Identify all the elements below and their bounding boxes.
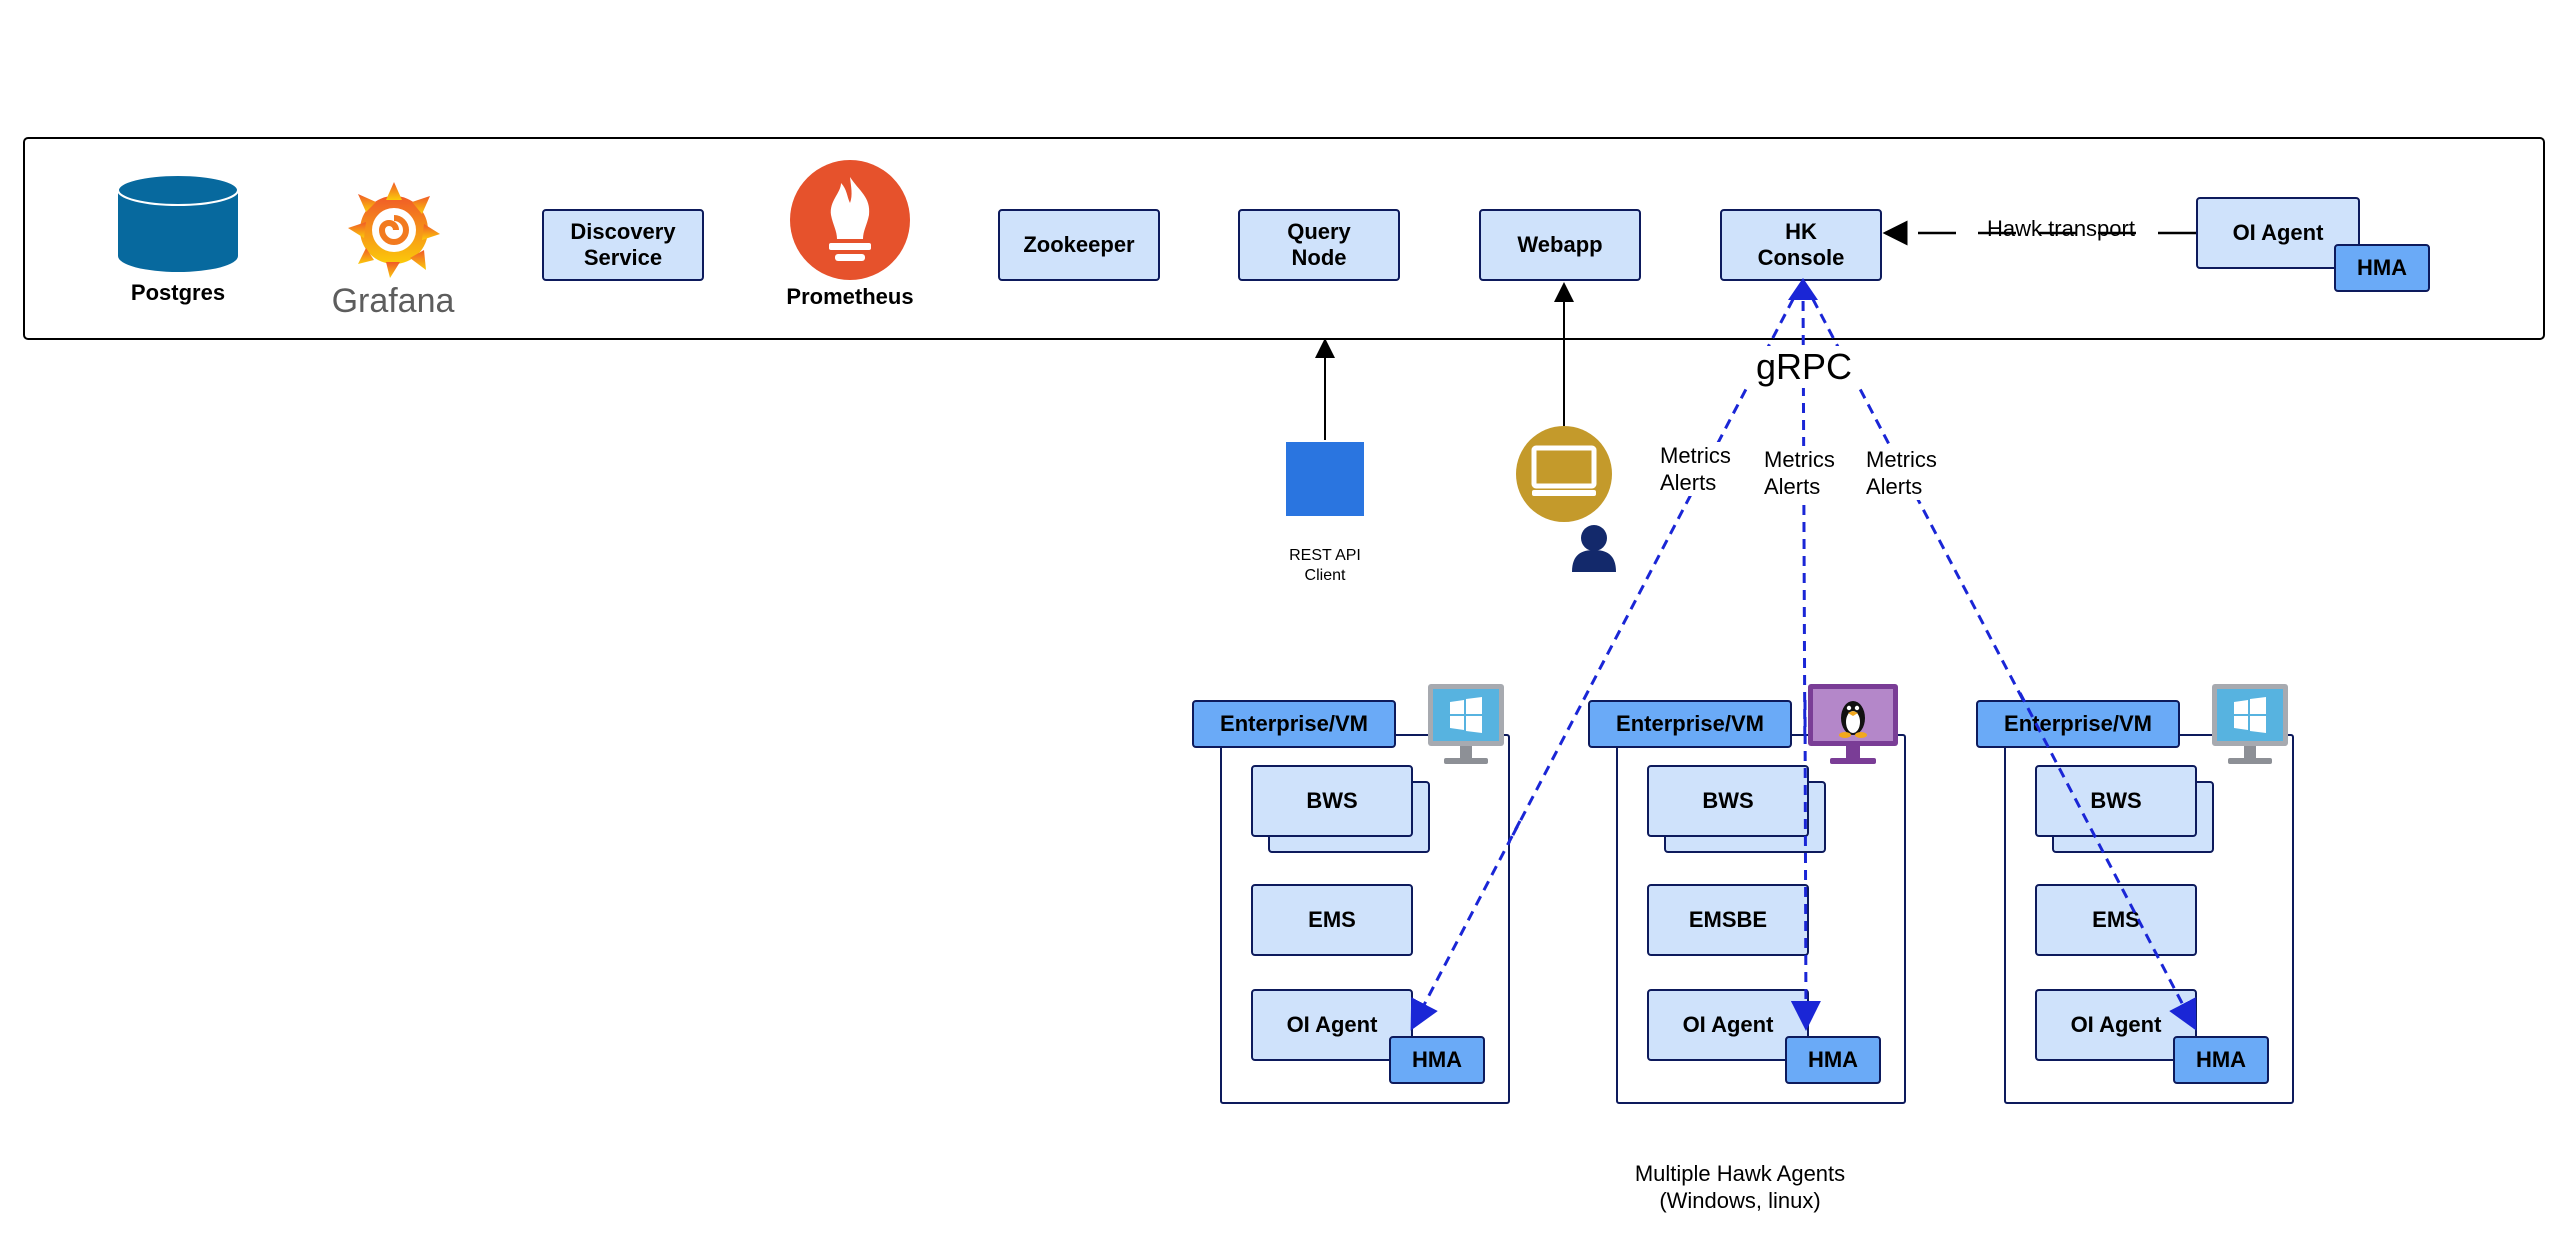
grpc-label: gRPC bbox=[1746, 346, 1862, 388]
hma-box-2: HMA bbox=[1785, 1036, 1881, 1084]
linux-monitor-icon bbox=[1808, 684, 1898, 764]
platform-panel bbox=[23, 137, 2545, 340]
ems-box-1: EMS bbox=[1251, 884, 1413, 956]
grpc-hub-arrowhead bbox=[1788, 278, 1818, 300]
postgres-icon bbox=[117, 174, 239, 272]
hma-box-1: HMA bbox=[1389, 1036, 1485, 1084]
zookeeper-box: Zookeeper bbox=[998, 209, 1160, 281]
bws-box-2: BWS bbox=[1647, 765, 1809, 837]
vm-title-2: Enterprise/VM bbox=[1588, 700, 1792, 748]
remote-hma-box: HMA bbox=[2334, 244, 2430, 292]
rest-client-icon bbox=[1286, 442, 1364, 516]
windows-monitor-icon bbox=[2212, 684, 2288, 764]
prometheus-icon bbox=[790, 160, 910, 280]
flow-label-3: Metrics Alerts bbox=[1866, 446, 1946, 500]
hk-console-box: HK Console bbox=[1720, 209, 1882, 281]
prometheus-label: Prometheus bbox=[786, 284, 914, 309]
hawk-transport-label: Hawk transport bbox=[1986, 216, 2136, 242]
ems-box-3: EMS bbox=[2035, 884, 2197, 956]
webapp-box: Webapp bbox=[1479, 209, 1641, 281]
bws-box-3: BWS bbox=[2035, 765, 2197, 837]
bws-box-1: BWS bbox=[1251, 765, 1413, 837]
discovery-service-box: Discovery Service bbox=[542, 209, 704, 281]
vm-title-3: Enterprise/VM bbox=[1976, 700, 2180, 748]
vm-title-1: Enterprise/VM bbox=[1192, 700, 1396, 748]
postgres-label: Postgres bbox=[130, 280, 226, 305]
emsbe-box-2: EMSBE bbox=[1647, 884, 1809, 956]
hma-box-3: HMA bbox=[2173, 1036, 2269, 1084]
windows-monitor-icon bbox=[1428, 684, 1504, 764]
flow-label-1: Metrics Alerts bbox=[1660, 442, 1740, 496]
remote-oi-agent-box: OI Agent bbox=[2196, 197, 2360, 269]
oi-agent-box-2: OI Agent bbox=[1647, 989, 1809, 1061]
oi-agent-box-1: OI Agent bbox=[1251, 989, 1413, 1061]
flow-label-2: Metrics Alerts bbox=[1764, 446, 1844, 500]
query-node-box: Query Node bbox=[1238, 209, 1400, 281]
rest-client-label: REST API Client bbox=[1289, 547, 1361, 584]
web-user-icon bbox=[1516, 426, 1616, 572]
grafana-icon bbox=[348, 182, 440, 278]
grafana-wordmark: Grafana bbox=[331, 282, 455, 320]
caption: Multiple Hawk Agents (Windows, linux) bbox=[1634, 1161, 1846, 1213]
